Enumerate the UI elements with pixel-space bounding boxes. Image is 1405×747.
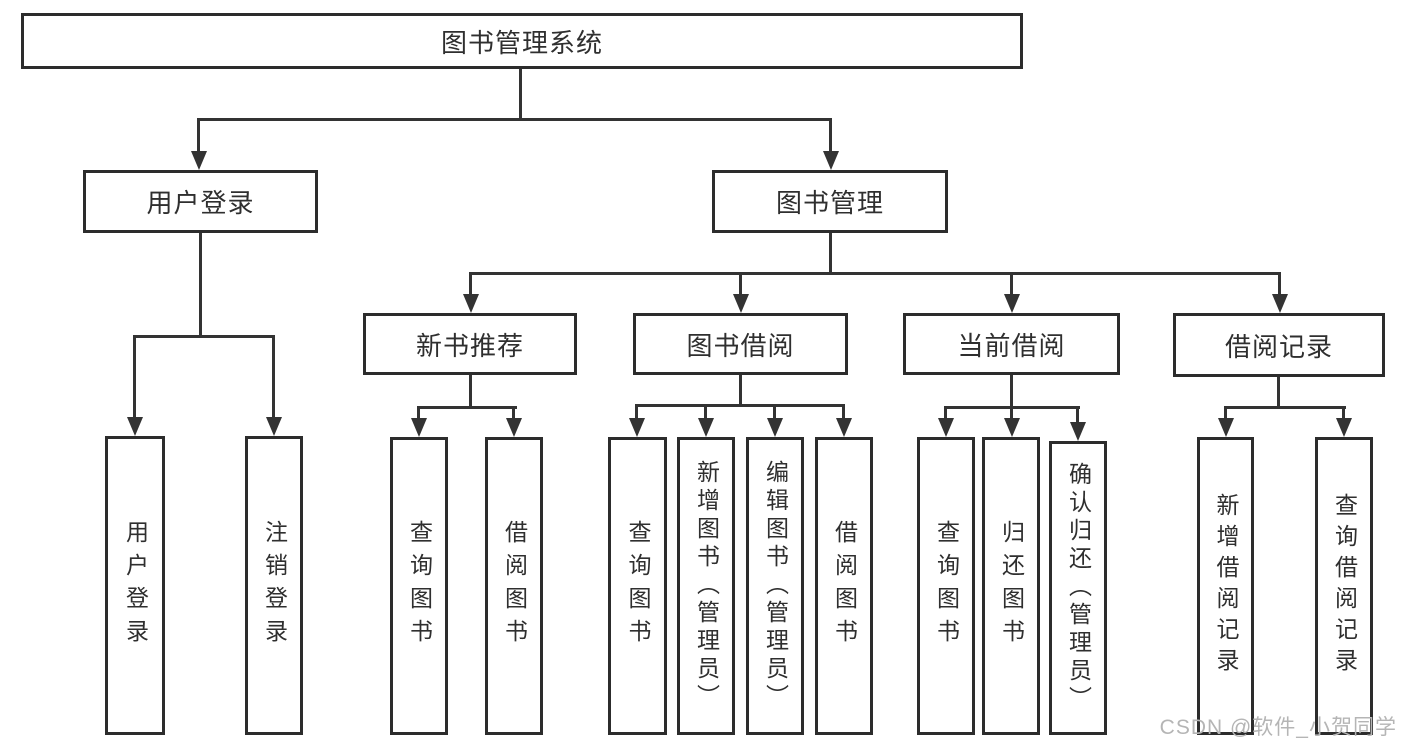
node-user-login-label: 用户登录 <box>122 519 149 652</box>
connector-line <box>773 404 776 420</box>
node-br-query-record-label: 查询借阅记录 <box>1331 493 1358 679</box>
connector-line <box>272 335 275 418</box>
arrowhead-down-icon <box>1003 294 1020 313</box>
node-system-label: 图书管理系统 <box>440 27 603 58</box>
node-borrow-records-label: 借阅记录 <box>1224 331 1333 362</box>
node-cb-return-book-label: 归还图书 <box>998 520 1025 652</box>
node-book-borrow-label: 图书借阅 <box>686 330 795 361</box>
connector-line <box>519 69 522 121</box>
arrowhead-down-icon <box>462 294 479 313</box>
watermark: CSDN @软件_小贺同学 <box>1159 716 1397 739</box>
connector-line <box>829 233 832 272</box>
arrowhead-down-icon <box>1070 422 1086 441</box>
arrowhead-down-icon <box>190 151 207 170</box>
node-bb-edit-book-label: 编辑图书（管理员） <box>762 460 789 712</box>
connector-line <box>197 118 831 121</box>
arrowhead-down-icon <box>126 417 143 436</box>
arrowhead-down-icon <box>1271 294 1288 313</box>
arrowhead-down-icon <box>506 418 522 437</box>
connector-line <box>1010 406 1013 420</box>
connector-line <box>1277 377 1280 408</box>
connector-line <box>417 406 420 420</box>
node-logout: 注销登录 <box>245 436 303 735</box>
arrowhead-down-icon <box>629 418 645 437</box>
connector-line <box>469 272 472 297</box>
connector-line <box>1076 406 1079 424</box>
node-cb-return-book: 归还图书 <box>982 437 1040 735</box>
node-bb-add-book: 新增图书（管理员） <box>677 437 735 735</box>
arrowhead-down-icon <box>938 418 954 437</box>
arrowhead-down-icon <box>732 294 749 313</box>
arrowhead-down-icon <box>1336 418 1352 437</box>
arrowhead-down-icon <box>698 418 714 437</box>
connector-line <box>133 335 136 418</box>
connector-line <box>199 233 202 335</box>
arrowhead-down-icon <box>265 417 282 436</box>
node-book-management: 图书管理 <box>712 170 948 233</box>
node-nb-borrow-book-label: 借阅图书 <box>501 520 528 652</box>
connector-line <box>512 406 515 420</box>
node-cb-confirm-return-label: 确认归还（管理员） <box>1065 462 1092 714</box>
arrowhead-down-icon <box>836 418 852 437</box>
node-bb-edit-book: 编辑图书（管理员） <box>746 437 804 735</box>
connector-line <box>739 272 742 297</box>
connector-line <box>704 404 707 420</box>
connector-line <box>197 118 200 153</box>
connector-line <box>635 404 638 420</box>
connector-line <box>1010 272 1013 297</box>
arrowhead-down-icon <box>767 418 783 437</box>
node-cb-query-book: 查询图书 <box>917 437 975 735</box>
arrowhead-down-icon <box>1003 418 1020 437</box>
connector-line <box>1224 406 1227 420</box>
node-cb-query-book-label: 查询图书 <box>933 520 960 652</box>
node-br-query-record: 查询借阅记录 <box>1315 437 1373 735</box>
connector-line <box>1342 406 1345 420</box>
node-user-login: 用户登录 <box>105 436 165 735</box>
connector-line <box>829 118 832 153</box>
connector-line <box>1278 272 1281 297</box>
node-bb-add-book-label: 新增图书（管理员） <box>693 460 720 712</box>
node-br-add-record: 新增借阅记录 <box>1197 437 1254 735</box>
connector-line <box>1010 375 1013 408</box>
connector-line <box>842 404 845 420</box>
node-bb-borrow-book: 借阅图书 <box>815 437 873 735</box>
connector-line <box>635 404 845 407</box>
connector-line <box>133 335 275 338</box>
arrowhead-down-icon <box>822 151 839 170</box>
node-user-login-group-label: 用户登录 <box>146 188 255 218</box>
arrowhead-down-icon <box>411 418 427 437</box>
node-current-borrow-label: 当前借阅 <box>957 330 1066 361</box>
node-nb-query-book-label: 查询图书 <box>406 520 433 652</box>
node-nb-query-book: 查询图书 <box>390 437 448 735</box>
node-new-book-recommend-label: 新书推荐 <box>415 330 524 361</box>
node-user-login-group: 用户登录 <box>83 170 318 233</box>
node-book-management-label: 图书管理 <box>775 188 884 218</box>
connector-line <box>1224 406 1346 409</box>
connector-line <box>417 406 517 409</box>
node-system: 图书管理系统 <box>21 13 1023 69</box>
node-new-book-recommend: 新书推荐 <box>363 313 577 375</box>
connector-line <box>944 406 947 420</box>
node-cb-confirm-return: 确认归还（管理员） <box>1049 441 1107 735</box>
node-nb-borrow-book: 借阅图书 <box>485 437 543 735</box>
connector-line <box>739 375 742 406</box>
node-br-add-record-label: 新增借阅记录 <box>1213 493 1239 679</box>
node-bb-query-book-label: 查询图书 <box>625 520 651 652</box>
node-borrow-records: 借阅记录 <box>1173 313 1385 377</box>
node-book-borrow: 图书借阅 <box>633 313 848 375</box>
node-logout-label: 注销登录 <box>261 519 288 652</box>
node-current-borrow: 当前借阅 <box>903 313 1120 375</box>
connector-line <box>469 272 1281 275</box>
arrowhead-down-icon <box>1217 418 1234 437</box>
node-bb-query-book: 查询图书 <box>608 437 667 735</box>
connector-line <box>469 375 472 408</box>
node-bb-borrow-book-label: 借阅图书 <box>831 520 858 652</box>
